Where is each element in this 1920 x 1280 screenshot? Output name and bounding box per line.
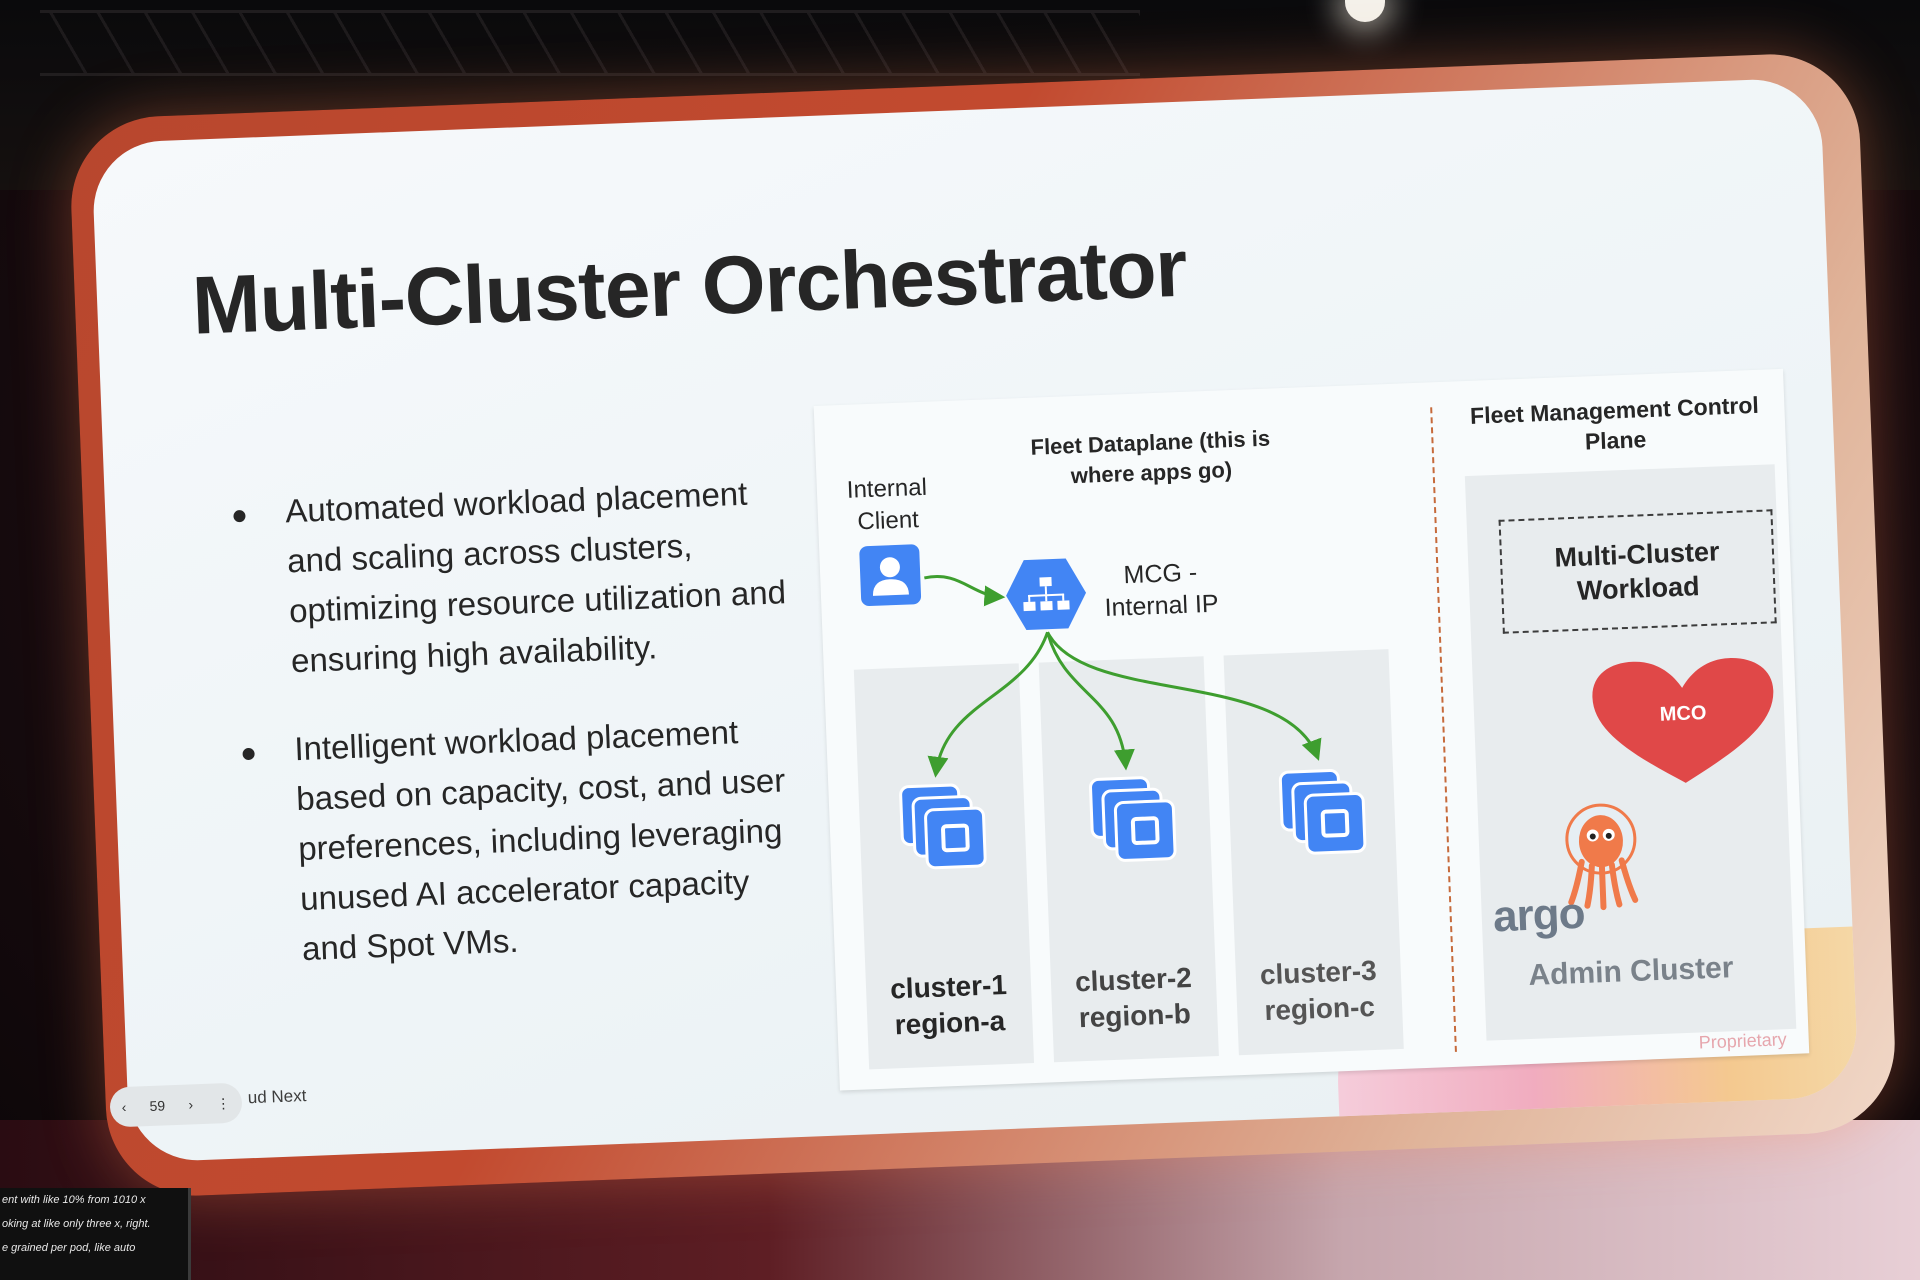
argo-logo-text: argo [1492,888,1586,942]
proprietary-label: Proprietary [1698,1029,1788,1053]
stage-light [1345,0,1385,22]
heart-icon: MCO [1592,658,1774,783]
slide-footer: ud Next [247,1086,307,1108]
connection-arrows [924,575,1322,778]
argo-octopus-icon [1565,803,1639,911]
cluster-region: region-b [1078,998,1192,1034]
cluster-name: cluster-2 [1074,961,1193,998]
cluster-name: cluster-3 [1259,954,1378,991]
next-slide-button[interactable]: › [188,1096,194,1113]
cluster-region: region-a [894,1005,1006,1041]
cluster-icon [899,783,987,870]
control-plane-title: Fleet Management Control Plane [1469,391,1760,455]
presentation-slide: Multi-Cluster Orchestrator Automated wor… [91,77,1859,1163]
cluster-icon [1278,768,1367,855]
more-menu-button[interactable]: ⋮ [215,1094,231,1111]
cluster-region: region-c [1263,990,1376,1027]
bullet-item: Automated workload placement and scaling… [224,467,791,688]
lighting-truss [40,10,1140,76]
user-icon [859,544,922,607]
cluster-name: cluster-1 [889,969,1008,1005]
architecture-diagram: Fleet Dataplane (this is where apps go) … [813,368,1810,1091]
slide-navigation: ‹ 59 › ⋮ [109,1082,243,1128]
prev-slide-button[interactable]: ‹ [121,1098,127,1116]
heart-label: MCO [1659,702,1706,726]
multi-cluster-workload-box: Multi-Cluster Workload [1498,509,1777,634]
caption-line: e grained per pod, like auto [2,1242,136,1254]
live-caption-box: ent with like 10% from 1010 x oking at l… [0,1188,191,1280]
bullet-item: Intelligent workload placement based on … [234,705,803,976]
caption-line: ent with like 10% from 1010 x [2,1194,146,1206]
slide-title: Multi-Cluster Orchestrator [190,222,1189,352]
cluster-icon [1089,776,1177,862]
slide-number: 59 [149,1097,166,1115]
bullet-list: Automated workload placement and scaling… [224,467,804,1014]
load-balancer-icon [1006,558,1087,631]
caption-line: oking at like only three x, right. [2,1218,151,1230]
